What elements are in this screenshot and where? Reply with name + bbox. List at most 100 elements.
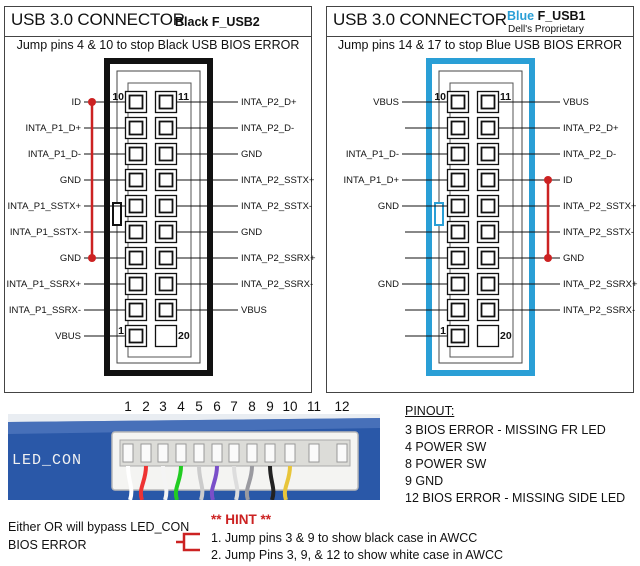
- pin-label-left: VBUS: [55, 331, 81, 342]
- pin-contact: [158, 172, 174, 188]
- pin-label-right: VBUS: [563, 97, 589, 108]
- left-jumper-note: Jump pins 4 & 10 to stop Black USB BIOS …: [16, 38, 300, 52]
- pin-label-left: GND: [378, 201, 399, 212]
- right-model-sub: Dell's Proprietary: [508, 24, 584, 35]
- pin-label-right: ID: [563, 175, 573, 186]
- pin-contact: [158, 250, 174, 266]
- pin-contact: [158, 198, 174, 214]
- pin-label-left: GND: [60, 175, 81, 186]
- pin-contact: [450, 328, 466, 344]
- led-con-pin-number: 2: [142, 399, 150, 414]
- pin-contact: [128, 120, 144, 136]
- pin-contact: [128, 302, 144, 318]
- pin-contact: [128, 250, 144, 266]
- pin-contact: [158, 120, 174, 136]
- pin-block-outline: [127, 82, 192, 358]
- pin-label-right: INTA_P2_SSRX+: [563, 279, 638, 290]
- connector-key-notch: [112, 202, 122, 226]
- left-header-divider: [5, 36, 311, 37]
- pin-number-20: 20: [500, 330, 512, 342]
- pin-label-left: VBUS: [373, 97, 399, 108]
- header-pin: [336, 443, 348, 463]
- connector-outer-frame: [426, 58, 535, 376]
- pin-label-right: INTA_P2_D-: [241, 123, 294, 134]
- pin-contact: [480, 224, 496, 240]
- led-con-pin-number: 11: [307, 399, 321, 414]
- right-model-name: Blue F_USB1: [507, 9, 586, 23]
- pin-label-right: INTA_P2_D+: [563, 123, 619, 134]
- pin-label-left: INTA_P1_D+: [25, 123, 81, 134]
- pin-contact: [450, 146, 466, 162]
- pin-contact: [480, 172, 496, 188]
- led-con-wire: [126, 465, 134, 500]
- led-con-pin-number: 3: [159, 399, 167, 414]
- pin-label-right: INTA_P2_SSRX-: [241, 279, 313, 290]
- pin-contact: [158, 302, 174, 318]
- jumper-dot: [544, 176, 552, 184]
- pin-contact: [480, 276, 496, 292]
- pin-contact: [480, 302, 496, 318]
- right-header-divider: [327, 36, 633, 37]
- pin-contact: [128, 94, 144, 110]
- led-con-pin-number: 6: [213, 399, 221, 414]
- pin-label-left: INTA_P1_D-: [28, 149, 81, 160]
- pin-contact: [450, 250, 466, 266]
- led-con-photo-drawing: LED_CON: [8, 414, 380, 500]
- header-pin: [284, 443, 296, 463]
- pin-block-outline: [449, 82, 514, 358]
- header-pin: [122, 443, 134, 463]
- jumper-dot: [88, 254, 96, 262]
- pin-contact: [450, 276, 466, 292]
- header-pin: [246, 443, 258, 463]
- pin-label-left: INTA_P1_D+: [343, 175, 399, 186]
- pin-label-right: INTA_P2_SSRX+: [241, 253, 316, 264]
- hint-title: ** HINT **: [211, 512, 272, 527]
- pinout-row: 3 BIOS ERROR - MISSING FR LED: [405, 423, 606, 437]
- pinout-row: 4 POWER SW: [405, 440, 487, 454]
- header-pin: [211, 443, 223, 463]
- right-pin-diagram: VBUSINTA_P1_D-INTA_P1_D+GNDGNDVBUSINTA_P…: [343, 58, 638, 376]
- connector-key-notch: [434, 202, 444, 226]
- pin-contact: [128, 224, 144, 240]
- led-con-wire: [209, 465, 219, 500]
- pin-contact: [158, 146, 174, 162]
- pin-number-11: 11: [178, 91, 189, 103]
- left-pin-diagram: IDINTA_P1_D+INTA_P1_D-GNDINTA_P1_SSTX+IN…: [6, 58, 316, 376]
- led-con-wire: [197, 465, 205, 500]
- board-silkscreen-label: LED_CON: [12, 452, 82, 469]
- pcb-highlight: [8, 418, 380, 434]
- pinout-heading: PINOUT:: [405, 404, 455, 418]
- led-con-wire: [244, 465, 254, 500]
- led-con-pin-number: 1: [124, 399, 132, 414]
- pin-label-left: INTA_P1_SSRX-: [9, 305, 81, 316]
- right-connector-panel: USB 3.0 CONNECTOR Blue F_USB1 Dell's Pro…: [326, 6, 638, 393]
- pin-contact: [128, 328, 144, 344]
- right-jumper-note: Jump pins 14 & 17 to stop Blue USB BIOS …: [337, 38, 623, 52]
- pin-label-left: GND: [378, 279, 399, 290]
- pin-contact: [158, 224, 174, 240]
- header-pin: [157, 443, 169, 463]
- led-con-pin-number: 5: [195, 399, 203, 414]
- left-connector-panel: USB 3.0 CONNECTOR Black F_USB2 Jump pins…: [4, 6, 316, 393]
- pin-contact: [158, 276, 174, 292]
- pin-label-right: GND: [241, 149, 262, 160]
- hint-side-text: Either OR will bypass LED_CON: [8, 520, 190, 534]
- pin-label-right: GND: [563, 253, 584, 264]
- right-model-id: F_USB1: [537, 9, 586, 23]
- pin-label-left: INTA_P1_SSTX-: [10, 227, 81, 238]
- pin-contact: [128, 172, 144, 188]
- pin-contact: [450, 94, 466, 110]
- pin-label-left: GND: [60, 253, 81, 264]
- led-con-pin-number: 12: [334, 399, 349, 414]
- pin-label-right: INTA_P2_SSTX-: [241, 201, 312, 212]
- pin-number-20: 20: [178, 330, 190, 342]
- pin-label-right: INTA_P2_SSTX+: [563, 201, 637, 212]
- pin-square: [154, 324, 178, 348]
- left-model-name: Black F_USB2: [175, 15, 260, 29]
- led-con-pin-number: 8: [248, 399, 256, 414]
- led-con-photo: LED_CON: [8, 414, 380, 500]
- pin-label-left: INTA_P1_SSRX+: [6, 279, 81, 290]
- header-pin: [264, 443, 276, 463]
- header-pin: [193, 443, 205, 463]
- led-con-wire: [138, 465, 148, 500]
